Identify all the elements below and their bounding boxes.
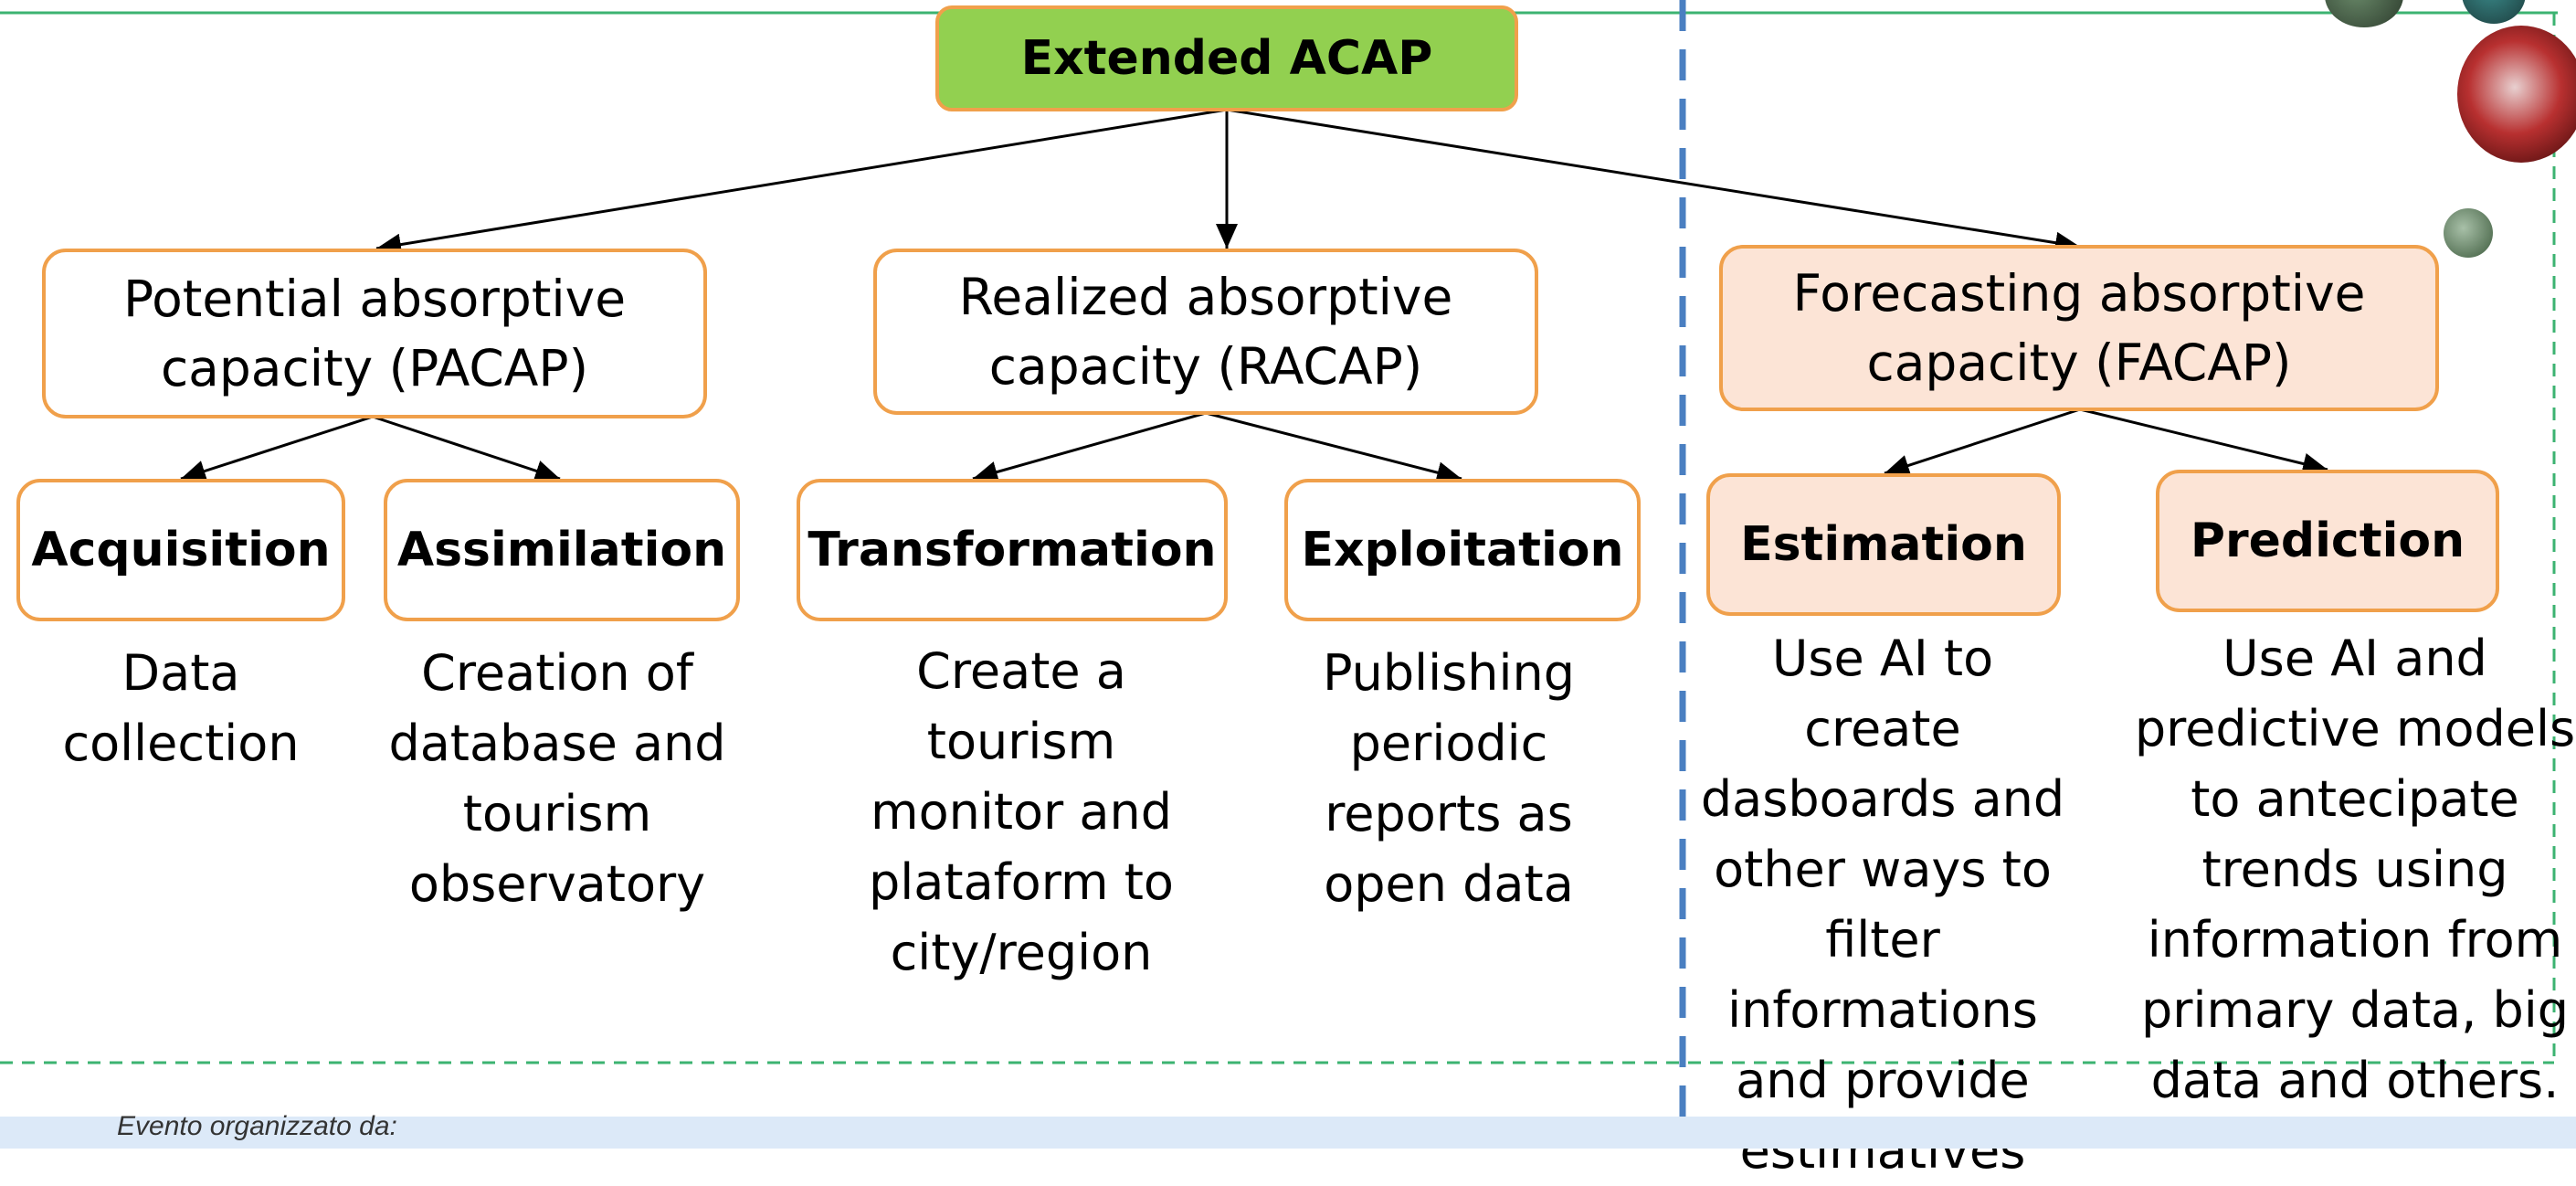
desc-line: plataform to bbox=[869, 853, 1174, 911]
avatar-image bbox=[2444, 208, 2493, 258]
footer-band: Evento organizzato da: bbox=[0, 1111, 2576, 1149]
stage-description-assimilation: Creation of database and tourism observa… bbox=[365, 638, 749, 919]
desc-line: data and others. bbox=[2150, 1052, 2560, 1109]
arrow-pacap-acquisition bbox=[180, 415, 374, 482]
desc-line: reports as bbox=[1325, 785, 1573, 842]
arrow-root-facap bbox=[1226, 108, 2081, 254]
stage-description-exploitation: Publishing periodic reports as open data bbox=[1266, 638, 1631, 919]
footer-text: Evento organizzato da: bbox=[117, 1111, 397, 1141]
desc-line: trends using bbox=[2201, 841, 2508, 898]
desc-line: to antecipate bbox=[2191, 770, 2519, 828]
desc-line: Data bbox=[121, 644, 240, 702]
stage-label: Estimation bbox=[1740, 517, 2027, 572]
desc-line: database and bbox=[388, 715, 726, 772]
capacity-label-line2: capacity (FACAP) bbox=[1866, 334, 2292, 392]
stage-exploitation-node: Exploitation bbox=[1284, 479, 1641, 621]
root-label: Extended ACAP bbox=[1020, 31, 1433, 86]
capacity-label-line2: capacity (PACAP) bbox=[160, 339, 589, 397]
desc-line: information from bbox=[2147, 911, 2563, 969]
stage-description-prediction: Use AI and predictive models to antecipa… bbox=[2134, 623, 2576, 1116]
arrow-pacap-assimilation bbox=[372, 415, 561, 482]
capacity-label-line1: Potential absorptive bbox=[122, 270, 627, 328]
root-node: Extended ACAP bbox=[935, 5, 1518, 111]
desc-line: Use AI and bbox=[2222, 630, 2487, 687]
capacity-label-line2: capacity (RACAP) bbox=[988, 337, 1423, 396]
stage-label: Assimilation bbox=[396, 523, 727, 577]
desc-line: tourism bbox=[926, 713, 1116, 770]
desc-line: informations bbox=[1727, 981, 2038, 1039]
stage-description-transformation: Create a tourism monitor and plataform t… bbox=[811, 636, 1231, 988]
desc-line: filter bbox=[1825, 911, 1940, 969]
desc-line: open data bbox=[1324, 855, 1574, 913]
stage-assimilation-node: Assimilation bbox=[384, 479, 740, 621]
stage-prediction-node: Prediction bbox=[2156, 470, 2499, 612]
desc-line: Create a bbox=[916, 642, 1126, 700]
desc-line: Use AI to create bbox=[1771, 630, 1994, 757]
desc-line: Publishing bbox=[1323, 644, 1575, 702]
stage-acquisition-node: Acquisition bbox=[16, 479, 345, 621]
desc-line: dasboards and bbox=[1700, 770, 2065, 828]
arrow-racap-exploitation bbox=[1205, 411, 1462, 483]
capacity-label-line1: Forecasting absorptive bbox=[1792, 264, 2366, 323]
capacity-facap-node: Forecasting absorptive capacity (FACAP) bbox=[1719, 245, 2439, 411]
arrow-root-pacap bbox=[375, 108, 1228, 256]
capacity-pacap-node: Potential absorptive capacity (PACAP) bbox=[42, 249, 707, 418]
desc-line: primary data, big bbox=[2140, 981, 2570, 1039]
desc-line: tourism bbox=[462, 785, 652, 842]
stage-description-estimation: Use AI to create dasboards and other way… bbox=[1686, 623, 2079, 1186]
desc-line: collection bbox=[62, 715, 300, 772]
arrow-facap-prediction bbox=[2079, 408, 2328, 475]
capacity-racap-node: Realized absorptive capacity (RACAP) bbox=[873, 249, 1538, 415]
arrow-facap-estimation bbox=[1884, 408, 2081, 477]
stage-transformation-node: Transformation bbox=[797, 479, 1228, 621]
capacity-label-line1: Realized absorptive bbox=[958, 268, 1453, 326]
arrow-racap-transformation bbox=[972, 411, 1207, 483]
stage-estimation-node: Estimation bbox=[1706, 473, 2061, 616]
stage-label: Acquisition bbox=[31, 523, 331, 577]
stage-label: Exploitation bbox=[1301, 523, 1624, 577]
desc-line: city/region bbox=[890, 924, 1153, 981]
avatar-image bbox=[2457, 26, 2576, 163]
stage-label: Prediction bbox=[2190, 514, 2465, 568]
desc-line: other ways to bbox=[1714, 841, 2052, 898]
desc-line: monitor and bbox=[870, 783, 1173, 841]
stage-label: Transformation bbox=[808, 523, 1217, 577]
desc-line: observatory bbox=[408, 855, 706, 913]
stage-description-acquisition: Data collection bbox=[16, 638, 345, 778]
desc-line: Creation of bbox=[421, 644, 693, 702]
desc-line: and provide bbox=[1736, 1052, 2030, 1109]
desc-line: periodic bbox=[1349, 715, 1548, 772]
desc-line: predictive models bbox=[2134, 700, 2576, 757]
